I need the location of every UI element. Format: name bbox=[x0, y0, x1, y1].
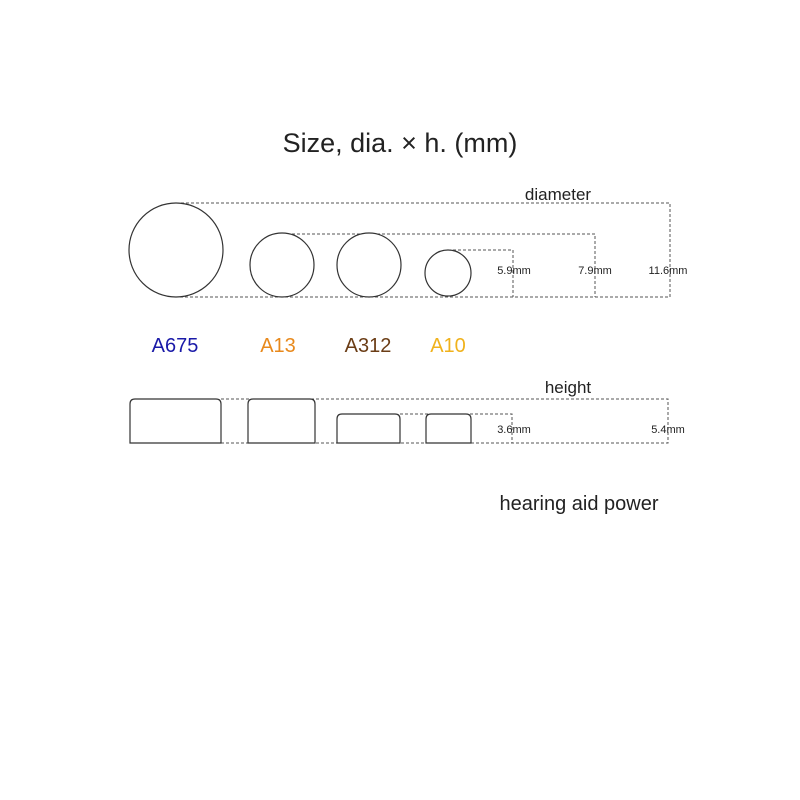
dim-5-4mm: 5.4mm bbox=[651, 424, 685, 436]
diameter-guides bbox=[176, 202, 671, 298]
guide-11-6mm bbox=[176, 202, 671, 298]
dim-7-9mm: 7.9mm bbox=[578, 265, 612, 277]
diameter-label: diameter bbox=[525, 185, 591, 204]
battery-name-a675: A675 bbox=[152, 335, 199, 357]
footer-text: hearing aid power bbox=[500, 493, 659, 515]
height-label: height bbox=[545, 378, 592, 397]
dim-3-6mm: 3.6mm bbox=[497, 424, 531, 436]
a13-profile bbox=[247, 398, 316, 444]
battery-name-a10: A10 bbox=[430, 335, 466, 357]
dim-11-6mm: 11.6mm bbox=[649, 265, 688, 277]
a10-profile bbox=[425, 413, 472, 444]
a312-profile bbox=[336, 413, 401, 444]
a10-circle bbox=[424, 249, 472, 297]
dim-5-9mm: 5.9mm bbox=[497, 265, 531, 277]
a312-circle bbox=[336, 232, 402, 298]
a675-profile bbox=[129, 398, 222, 444]
guide-5-9mm bbox=[448, 249, 514, 297]
battery-name-a312: A312 bbox=[345, 335, 392, 357]
a13-circle bbox=[249, 232, 315, 298]
page-title: Size, dia. × h. (mm) bbox=[283, 128, 518, 158]
a675-circle bbox=[128, 202, 224, 298]
battery-name-a13: A13 bbox=[260, 335, 296, 357]
guide-7-9mm bbox=[282, 233, 596, 297]
